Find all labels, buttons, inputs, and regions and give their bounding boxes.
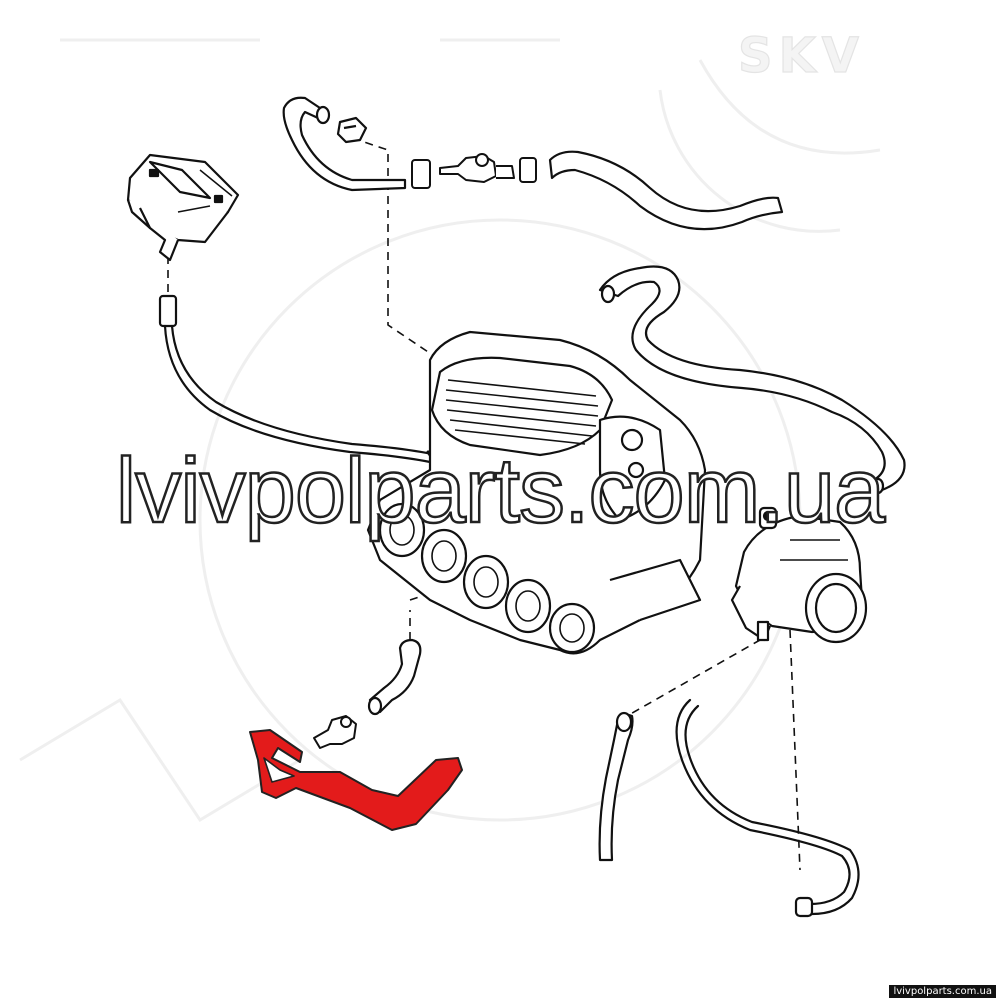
intake-manifold[interactable] xyxy=(366,330,707,655)
right-long-hose[interactable] xyxy=(598,265,906,495)
upper-right-hose[interactable] xyxy=(548,150,784,231)
upper-left-hose[interactable] xyxy=(282,96,407,192)
map-sensor[interactable] xyxy=(126,153,240,262)
footer-url[interactable]: lvivpolparts.com.ua xyxy=(889,985,996,998)
bottom-center-hose[interactable] xyxy=(598,711,634,862)
breather-hose-red[interactable] xyxy=(249,729,463,831)
check-valve-top[interactable] xyxy=(411,153,537,189)
vacuum-line-left[interactable] xyxy=(158,294,442,472)
small-elbow-hose[interactable] xyxy=(367,638,422,716)
skv-logo: SKV xyxy=(738,28,865,84)
check-valve-bottom[interactable] xyxy=(313,715,357,749)
throttle-body[interactable] xyxy=(730,506,868,644)
bottom-right-line[interactable] xyxy=(675,698,860,918)
